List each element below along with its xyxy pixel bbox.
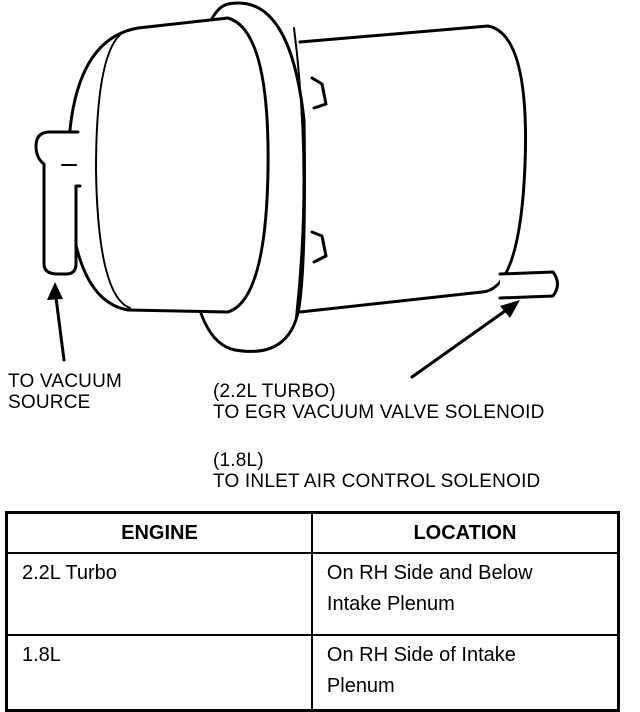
turbo-callout-line1: (2.2L TURBO)	[213, 381, 336, 402]
vacuum-leader-line	[53, 288, 66, 362]
location-line2: Plenum	[326, 675, 395, 697]
column-header-engine: ENGINE	[5, 511, 313, 554]
outlet-nipple	[498, 270, 559, 300]
l18-callout-line1: (1.8L)	[213, 450, 264, 471]
location-line1: On RH Side of Intake	[326, 644, 516, 666]
column-header-location: LOCATION	[310, 511, 620, 554]
table-header-row: ENGINE LOCATION	[5, 511, 620, 554]
location-cell: On RH Side of Intake Plenum	[310, 634, 620, 712]
table-row: 1.8L On RH Side of Intake Plenum	[5, 634, 620, 712]
vacuum-solenoid-illustration	[34, 1, 559, 379]
outlet-arrowhead	[500, 300, 520, 318]
solenoid-body	[298, 24, 527, 314]
location-line1: On RH Side and Below	[326, 562, 533, 584]
vacuum-port	[34, 130, 82, 276]
vacuum-callout-line1: TO VACUUM	[8, 371, 123, 392]
location-line2: Intake Plenum	[326, 593, 455, 615]
front-cap	[66, 16, 270, 314]
turbo-callout-line2: TO EGR VACUUM VALVE SOLENOID	[213, 402, 545, 423]
l18-callout-line2: TO INLET AIR CONTROL SOLENOID	[213, 471, 541, 492]
location-cell: On RH Side and Below Intake Plenum	[310, 552, 620, 636]
vacuum-source-callout: TO VACUUM SOURCE	[8, 371, 122, 413]
l18-outlet-callout: (1.8L) TO INLET AIR CONTROL SOLENOID	[213, 450, 540, 492]
table-row: 2.2L Turbo On RH Side and Below Intake P…	[5, 552, 620, 636]
engine-location-table: ENGINE LOCATION 2.2L Turbo On RH Side an…	[5, 511, 620, 712]
turbo-outlet-callout: (2.2L TURBO) TO EGR VACUUM VALVE SOLENOI…	[213, 381, 545, 423]
vacuum-arrowhead	[47, 282, 63, 300]
mounting-tab-lower	[310, 230, 328, 264]
engine-cell: 2.2L Turbo	[5, 552, 313, 636]
mounting-tab-upper	[310, 76, 328, 110]
engine-cell: 1.8L	[5, 634, 313, 712]
outlet-leader-line	[410, 304, 514, 379]
vacuum-callout-line2: SOURCE	[8, 392, 91, 413]
